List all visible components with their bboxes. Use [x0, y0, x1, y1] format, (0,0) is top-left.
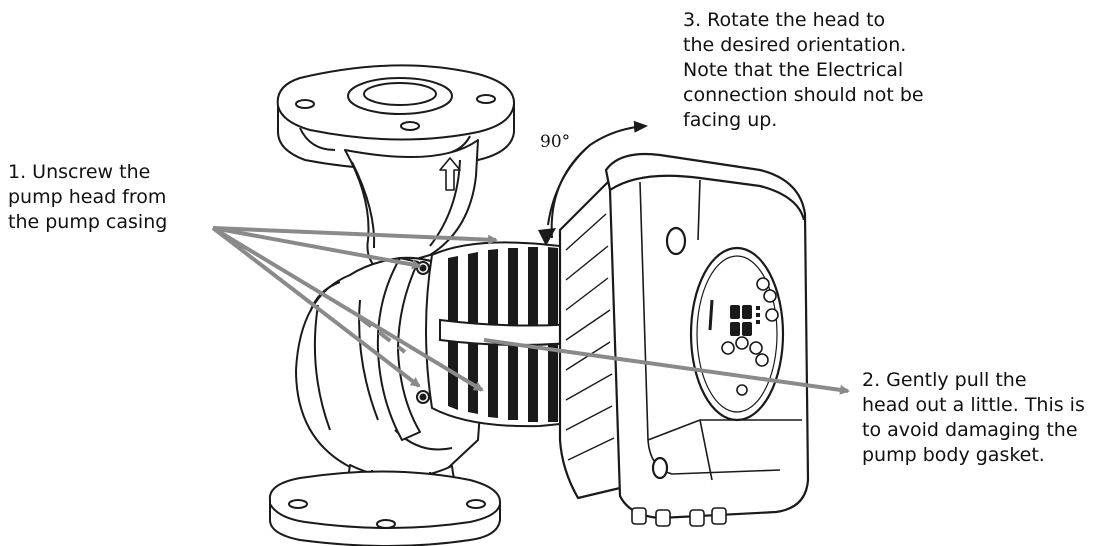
step1-line-1: 1. Unscrew the — [8, 161, 151, 183]
step3-line-3: Note that the Electrical — [683, 59, 904, 81]
rotation-angle-label: 90° — [540, 132, 571, 152]
flow-arrow — [439, 157, 461, 191]
top-flange — [276, 64, 516, 170]
cable-glands — [631, 507, 727, 527]
step3-line-1: 3. Rotate the head to — [683, 9, 886, 31]
display-digits — [730, 305, 760, 336]
step1-line-3: the pump casing — [8, 211, 168, 233]
step3-label: 3. Rotate the head to the desired orient… — [683, 8, 924, 133]
step3-line-2: the desired orientation. — [683, 34, 907, 56]
step2-line-1: 2. Gently pull the — [862, 369, 1027, 391]
step2-label: 2. Gently pull the head out a little. Th… — [862, 368, 1085, 468]
step3-line-4: connection should not be — [683, 84, 924, 106]
casing-flange-ring — [376, 257, 421, 441]
bottom-flange — [268, 470, 501, 546]
control-buttons — [721, 277, 779, 396]
step1-line-2: pump head from — [8, 186, 167, 208]
step3-line-5: facing up. — [683, 109, 778, 131]
control-head — [558, 152, 810, 527]
rotation-arrow-tail — [538, 228, 556, 246]
step1-label: 1. Unscrew the pump head from the pump c… — [8, 160, 167, 235]
callout-lines — [211, 226, 850, 395]
pump-casing — [268, 64, 516, 546]
step2-line-4: pump body gasket. — [862, 444, 1045, 466]
step2-line-3: to avoid damaging the — [862, 419, 1078, 441]
step2-line-2: head out a little. This is — [862, 394, 1085, 416]
